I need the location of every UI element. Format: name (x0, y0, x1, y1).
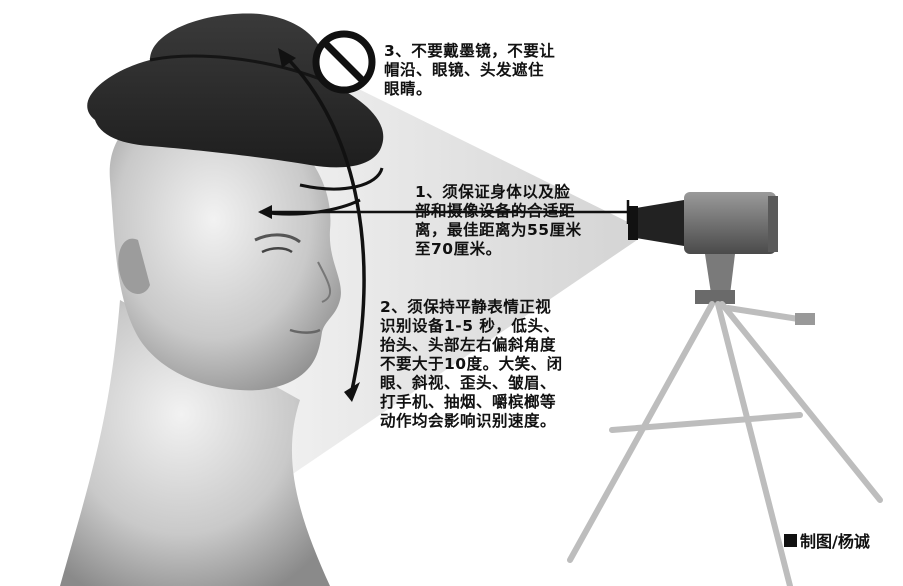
head-figure (60, 105, 341, 586)
credit-square-icon (784, 533, 797, 547)
no-sign-icon (312, 30, 376, 94)
hat (87, 13, 384, 168)
tripod (567, 301, 883, 586)
instruction-2: 2、须保持平静表情正视 识别设备1-5 秒，低头、 抬头、头部左右偏斜角度 不要… (380, 298, 563, 430)
camera-beam (225, 60, 640, 520)
credit-line: 制图/杨诚 (784, 528, 870, 552)
turn-arc (299, 167, 384, 191)
camera (628, 192, 778, 304)
credit-text: 制图/杨诚 (800, 532, 870, 551)
instruction-1: 1、须保证身体以及脸 部和摄像设备的合适距 离，最佳距离为55厘米 至70厘米。 (415, 183, 582, 258)
instruction-3: 3、不要戴墨镜，不要让 帽沿、眼镜、头发遮住 眼睛。 (384, 42, 556, 98)
